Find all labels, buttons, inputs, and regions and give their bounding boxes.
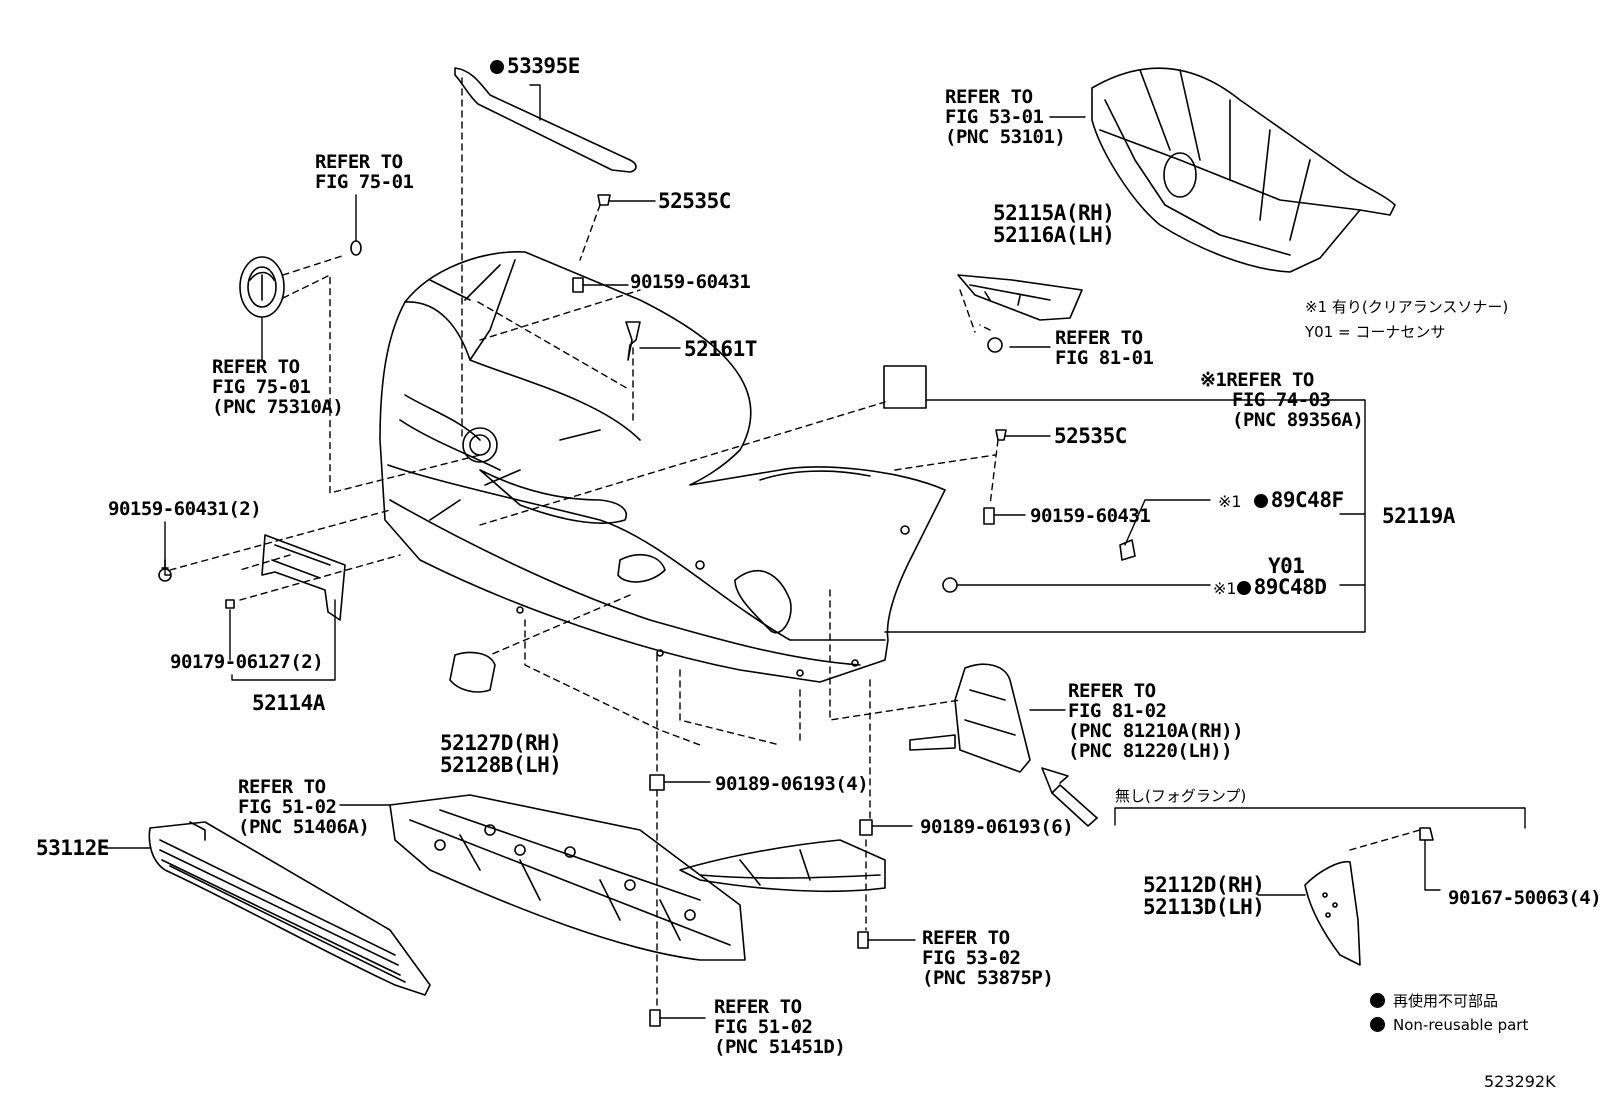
refer-line: (PNC 51451D) [714, 1036, 846, 1058]
legend-jp: 再使用不可部品 [1370, 990, 1498, 1011]
part-number: 52115A(RH) [993, 201, 1115, 225]
refer-line: REFER TO [212, 356, 300, 378]
refer-line: FIG 75-01 [315, 171, 414, 193]
part-label-90159-60431-top: 90159-60431 [630, 271, 751, 293]
engine-undercover-drawing [389, 794, 746, 961]
part-label-52535c-top: 52535C [658, 189, 731, 213]
part-label-90159-60431-qty2: 90159-60431(2) [108, 498, 262, 520]
part-label-90179-06127: 90179-06127(2) [170, 651, 324, 673]
part-number: 89C48F [1270, 488, 1344, 512]
part-number: 52113D(LH) [1143, 895, 1265, 919]
fog-lamp-bracket-drawing [909, 663, 1031, 773]
part-number: 53395E [507, 54, 580, 78]
part-label-52115a-52116a: 52115A(RH)52116A(LH) [993, 201, 1115, 247]
part-label-52112d-52113d: 52112D(RH)52113D(LH) [1143, 873, 1265, 919]
part-number: 89C48D [1253, 575, 1327, 599]
non-reusable-dot-icon [1236, 581, 1251, 595]
note-mark: ※1 [1213, 579, 1237, 598]
part-label-y01: Y01 [1268, 554, 1305, 578]
part-number: 52128B(LH) [440, 753, 562, 777]
emblem-drawing [239, 240, 362, 318]
splash-shield-drawing [679, 839, 886, 893]
direction-arrow [1041, 767, 1098, 827]
tow-hook-cover-drawing [449, 651, 496, 693]
refer-line: REFER TO [315, 151, 403, 173]
refer-line: (PNC 89356A) [1232, 409, 1364, 431]
lower-grille-drawing [148, 821, 431, 996]
part-number: 52116A(LH) [993, 223, 1115, 247]
refer-line: FIG 53-01 [945, 106, 1044, 128]
license-bracket-drawing [158, 534, 346, 621]
non-reusable-dot-icon [1253, 494, 1268, 508]
refer-line: REFER TO [945, 86, 1033, 108]
refer-line: (PNC 53101) [945, 126, 1066, 148]
side-retainer-drawing [957, 274, 1083, 353]
reinforcement-strip-drawing [454, 67, 637, 173]
refer-line: REFER TO [922, 927, 1010, 949]
part-label-90189-06193-qty6: 90189-06193(6) [920, 816, 1074, 838]
part-label-90167-50063: 90167-50063(4) [1448, 887, 1601, 909]
non-reusable-dot-icon [490, 60, 504, 74]
leader-lines [104, 84, 1526, 1019]
refer-line: (PNC 51406A) [238, 816, 370, 838]
refer-line: (PNC 75310A) [212, 396, 344, 418]
part-label-90159-60431-mid: 90159-60431 [1030, 505, 1151, 527]
legend-en: Non-reusable part [1370, 1016, 1528, 1034]
refer-line: FIG 53-02 [922, 947, 1021, 969]
non-reusable-dot-icon [1370, 993, 1385, 1008]
upper-grille-drawing [1091, 67, 1396, 273]
part-label-52535c-mid: 52535C [1054, 424, 1127, 448]
legend-text: Non-reusable part [1393, 1016, 1529, 1034]
fog-cover-drawing [1304, 827, 1434, 966]
refer-line: (PNC 81220(LH)) [1068, 740, 1233, 762]
refer-line: (PNC 53875P) [922, 967, 1054, 989]
part-label-89c48f: ※1 89C48F [1218, 489, 1344, 512]
refer-line: FIG 51-02 [238, 796, 337, 818]
clips-drawing [572, 194, 1136, 1027]
part-number: 52112D(RH) [1143, 873, 1265, 897]
refer-line: REFER TO [238, 776, 326, 798]
part-label-90189-06193-qty4: 90189-06193(4) [715, 773, 869, 795]
refer-line: REFER TO [1055, 327, 1143, 349]
note-clearance-sonar: ※1 有り(クリアランスソナー) [1305, 298, 1509, 316]
refer-line: REFER TO [1068, 680, 1156, 702]
figure-id: 523292K [1484, 1072, 1556, 1091]
refer-line: ※1REFER TO [1200, 369, 1314, 391]
part-label-52119a: 52119A [1382, 504, 1455, 528]
part-label-52161t: 52161T [684, 337, 757, 361]
refer-line: (PNC 81210A(RH)) [1068, 720, 1244, 742]
refer-line: FIG 75-01 [212, 376, 311, 398]
part-label-53112e: 53112E [36, 836, 109, 860]
bumper-cover-drawing [379, 251, 946, 683]
part-label-89c48d: ※1 89C48D [1213, 575, 1327, 599]
note-corner-sensor: Y01 = コーナセンサ [1305, 323, 1446, 341]
legend-text: 再使用不可部品 [1393, 992, 1499, 1010]
refer-line: FIG 74-03 [1232, 389, 1331, 411]
note-mark: ※1 [1218, 492, 1242, 511]
part-number: 52127D(RH) [440, 731, 562, 755]
part-label-52127d-52128b: 52127D(RH)52128B(LH) [440, 731, 562, 777]
non-reusable-dot-icon [1370, 1017, 1385, 1032]
refer-line: FIG 51-02 [714, 1016, 813, 1038]
note-no-fog-lamp: 無し(フォグランプ) [1115, 787, 1247, 805]
part-label-53395e: 53395E [490, 55, 580, 77]
projection-lines [169, 77, 1421, 1006]
part-label-52114a: 52114A [252, 691, 325, 715]
refer-line: FIG 81-01 [1055, 347, 1154, 369]
refer-line: FIG 81-02 [1068, 700, 1167, 722]
refer-line: REFER TO [714, 996, 802, 1018]
